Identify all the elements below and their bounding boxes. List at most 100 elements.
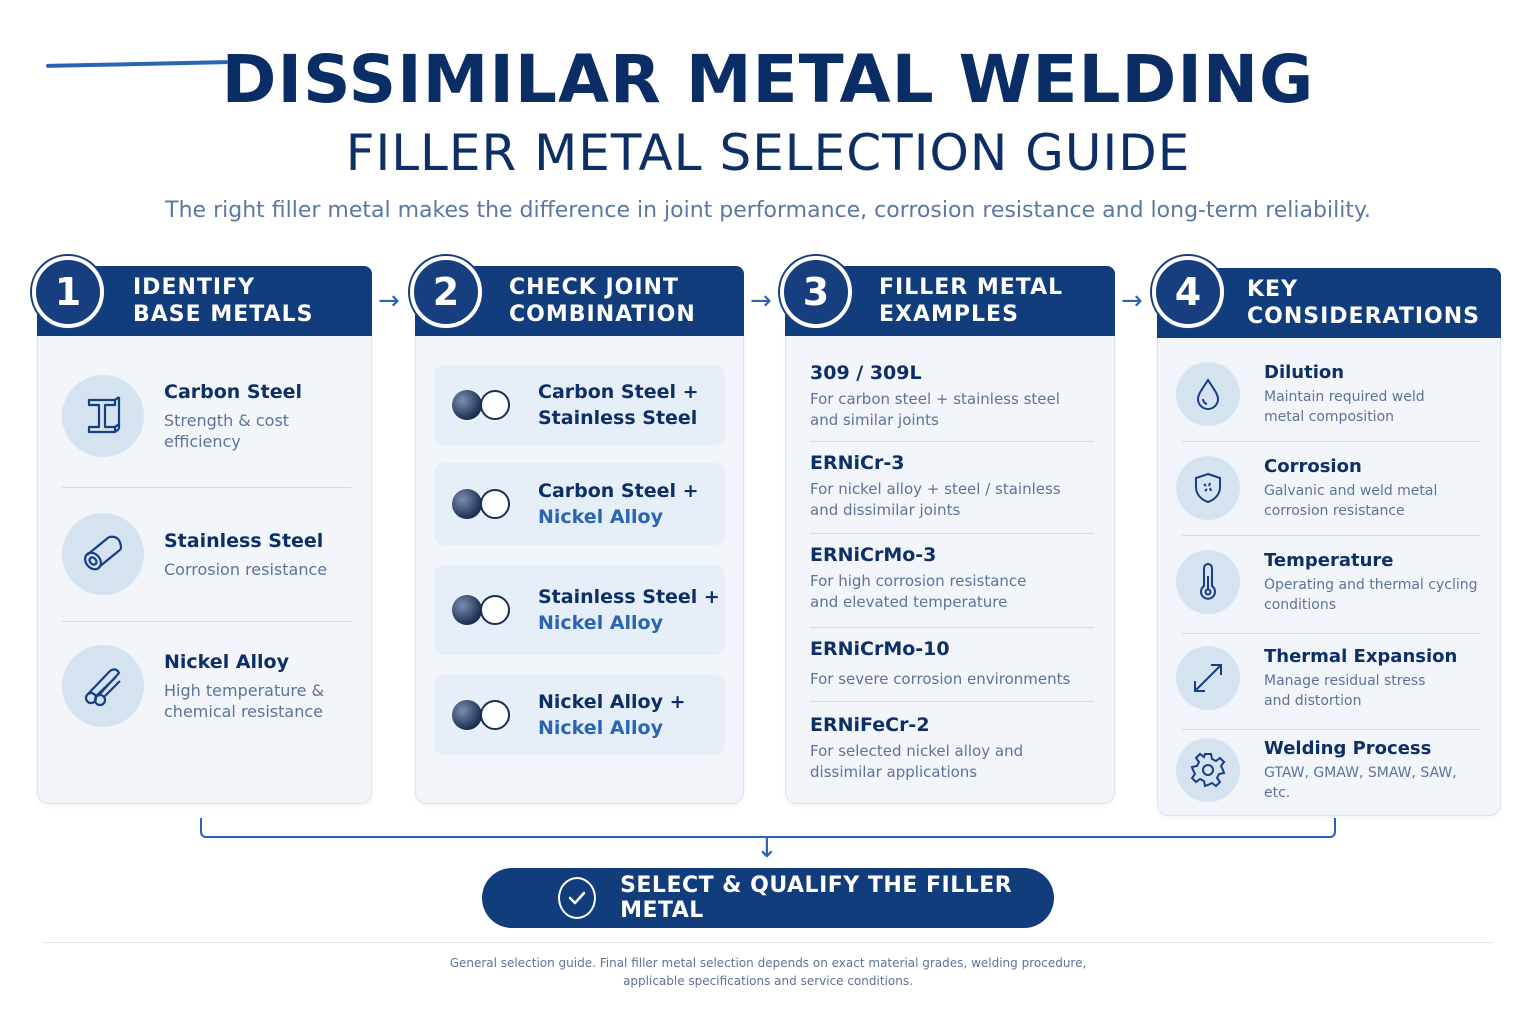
desc-line: chemical resistance [164,702,323,721]
page-title: DISSIMILAR METAL WELDING [221,41,1315,118]
step-1-panel: Carbon Steel Strength & cost efficiency … [37,322,372,804]
filler-metal-name: ERNiCrMo-3 [810,544,937,566]
pipe-icon [62,513,144,595]
consideration-item: Temperature Operating and thermal cyclin… [1176,549,1482,615]
desc-line: For selected nickel alloy and [810,742,1024,760]
base-metal-item: Nickel Alloy High temperature & chemical … [62,621,351,751]
flow-arrow-icon: → [378,286,400,316]
filler-metal-item: ERNiFeCr-2 For selected nickel alloy and… [810,713,1096,783]
step-number-badge: 4 [1152,256,1224,328]
step-title-line: CHECK JOINT [509,275,679,300]
desc-line: dissimilar applications [810,763,978,781]
tagline: The right filler metal makes the differe… [165,198,1371,223]
desc-line: Galvanic and weld metal [1264,483,1438,499]
base-metal-name: Stainless Steel [164,529,324,552]
step-title-line: IDENTIFY [133,275,256,300]
filler-metal-item: ERNiCrMo-3 For high corrosion resistance… [810,543,1096,613]
base-metal-desc: High temperature & chemical resistance [164,680,324,722]
desc-line: Maintain required weld [1264,389,1425,405]
desc-line: For severe corrosion environments [810,670,1071,688]
metal-pair-icon [452,390,512,420]
base-metal-item: Stainless Steel Corrosion resistance [62,489,351,619]
base-metal-name: Carbon Steel [164,381,302,403]
combination-line2: Nickel Alloy [538,506,663,528]
step-title-line: BASE METALS [133,302,314,327]
divider [62,487,351,488]
combination-card: Stainless Steel +Nickel Alloy [434,565,725,655]
combination-card: Nickel Alloy + Nickel Alloy [434,675,725,755]
flow-arrow-icon: → [1121,286,1143,316]
desc-line: Operating and thermal cycling [1264,577,1478,593]
desc-line: and similar joints [810,411,939,429]
consideration-name: Corrosion [1264,456,1362,477]
step-title-line: COMBINATION [509,302,696,327]
desc-line: and dissimilar joints [810,501,961,519]
consideration-name: Temperature [1264,550,1394,571]
desc-line: and elevated temperature [810,593,1008,611]
desc-line: High temperature & [164,681,324,700]
divider [1182,535,1480,536]
droplet-icon [1176,362,1240,426]
divider [1182,441,1480,442]
metal-pair-icon [452,595,512,625]
desc-line: For high corrosion resistance [810,572,1027,590]
desc-line: corrosion resistance [1264,503,1405,519]
filler-metal-item: ERNiCr-3 For nickel alloy + steel / stai… [810,451,1096,521]
desc-line: and distortion [1264,693,1362,709]
combination-line1: Carbon Steel + [538,480,699,502]
step-title-line: EXAMPLES [879,302,1019,327]
step-3-panel: 309 / 309L For carbon steel + stainless … [785,322,1115,804]
filler-metal-item: 309 / 309L For carbon steel + stainless … [810,361,1096,431]
combination-line2: Nickel Alloy [538,717,663,739]
divider [810,701,1094,702]
step-title-line: FILLER METAL [879,275,1064,300]
desc-line: conditions [1264,597,1337,613]
consideration-name: Thermal Expansion [1264,646,1458,667]
divider [810,627,1094,628]
desc-line: For nickel alloy + steel / stainless [810,480,1061,498]
combination-line1: Nickel Alloy + [538,691,686,713]
step-title-line: KEY CONSIDERATIONS [1247,277,1480,329]
cta-label: SELECT & QUALIFY THE FILLER METAL [620,873,1013,923]
desc-line: For carbon steel + stainless steel [810,390,1060,408]
divider [1182,729,1480,730]
combination-line1: Stainless Steel + [538,586,720,608]
combination-line2: Stainless Steel [538,407,698,429]
rods-icon [62,645,144,727]
divider [810,533,1094,534]
metal-pair-icon [452,489,512,519]
down-arrow-icon: ↓ [756,834,778,864]
desc-line: Manage residual stress [1264,673,1426,689]
desc-line: GTAW, GMAW, SMAW, SAW, etc. [1264,765,1457,801]
consideration-name: Welding Process [1264,738,1432,759]
step-number-badge: 1 [32,256,104,328]
base-metal-name: Nickel Alloy [164,651,289,673]
select-qualify-banner: SELECT & QUALIFY THE FILLER METAL [482,868,1054,928]
flow-arrow-icon: → [750,286,772,316]
base-metal-desc: Corrosion resistance [164,559,328,579]
consideration-item: Thermal Expansion Manage residual stress… [1176,645,1482,711]
bracket-connector [200,818,1336,838]
footnote: General selection guide. Final filler me… [0,954,1536,990]
checkmark-icon [558,877,597,919]
expand-arrows-icon [1176,646,1240,710]
consideration-item: Corrosion Galvanic and weld metal corrosi… [1176,455,1482,521]
metal-pair-icon [452,700,512,730]
consideration-item: Welding Process GTAW, GMAW, SMAW, SAW, e… [1176,737,1482,803]
step-number-badge: 2 [410,256,482,328]
combination-card: Carbon Steel +Stainless Steel [434,365,725,445]
step-2-panel: Carbon Steel +Stainless Steel Carbon Ste… [415,322,744,804]
filler-metal-name: ERNiCr-3 [810,452,905,474]
base-metal-item: Carbon Steel Strength & cost efficiency [62,351,351,481]
filler-metal-name: 309 / 309L [810,362,922,384]
step-number-badge: 3 [780,256,852,328]
filler-metal-item: ERNiCrMo-10 For severe corrosion environ… [810,637,1096,690]
footnote-line: General selection guide. Final filler me… [449,956,1087,970]
base-metal-desc: Strength & cost efficiency [164,411,290,451]
footer-divider [42,942,1494,943]
divider [62,621,351,622]
filler-metal-name: ERNiFeCr-2 [810,714,930,736]
